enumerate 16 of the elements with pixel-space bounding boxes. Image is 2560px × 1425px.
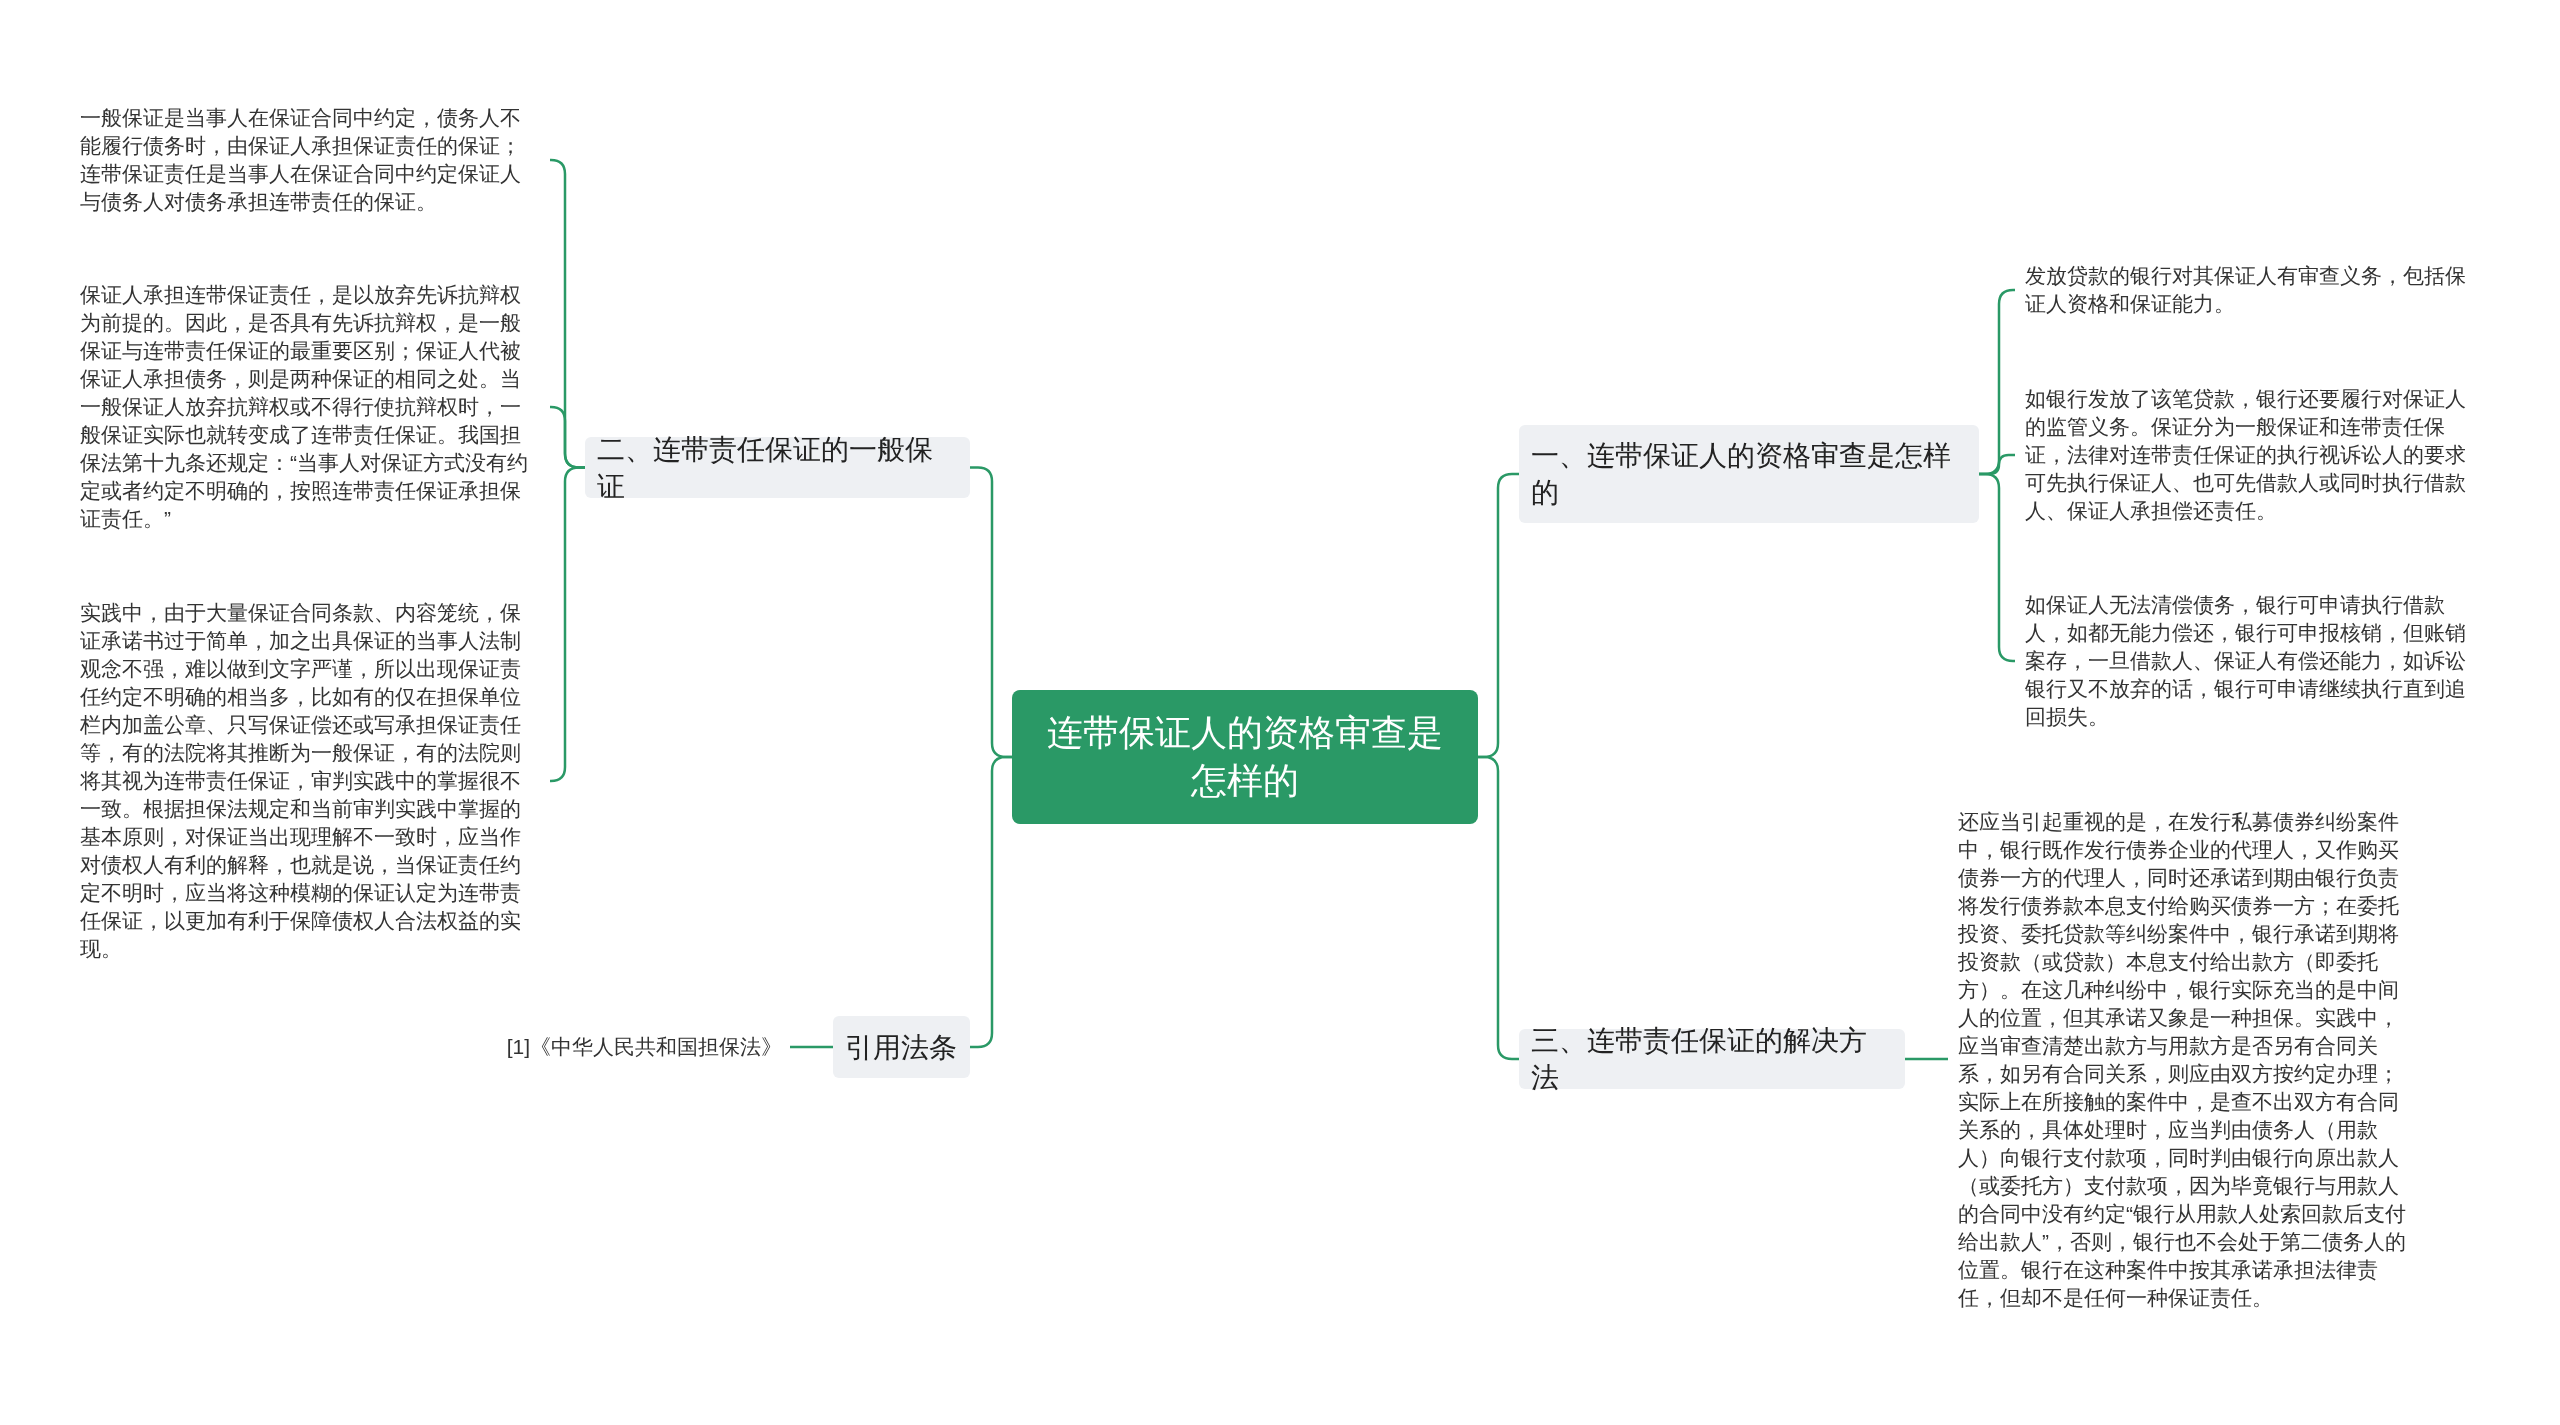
note-text: 实践中，由于大量保证合同条款、内容笼统，保证承诺书过于简单，加之出具保证的当事人法制观念不强，难以做到文字严谨，所以出现保证责任约定不明确的相当多，比如有的仅在担保单位栏内加盖公章、只写保证偿还或写承担保证责任等，有的法院将其推断为一般保证，有的法院则将其视为连带责任保证，审判实践中的掌握很不一致。根据担保法规定和当前审判实践中掌握的基本原则，对保证当出现理解不一致时，应当作对债权人有利的解释，也就是说，当保证责任约定不明时，应当将这种模糊的保证认定为连带责任保证，以更加有利于保障债权人合法权益的实现。 (80, 600, 522, 962)
note-text: 一般保证是当事人在保证合同中约定，债务人不能履行债务时，由保证人承担保证责任的保证；连带保证责任是当事人在保证合同中约定保证人与债务人对债务承担连带责任的保证。 (80, 105, 522, 215)
central-topic: 连带保证人的资格审查是怎样的 (1012, 690, 1478, 824)
branch-topic: 二、连带责任保证的一般保证 (585, 437, 970, 498)
note-text: 保证人承担连带保证责任，是以放弃先诉抗辩权为前提的。因此，是否具有先诉抗辩权，是一般保证与连带责任保证的最重要区别；保证人代被保证人承担债务，则是两种保证的相同之处。当一般保证人放弃抗辩权或不得行使抗辩权时，一般保证实际也就转变成了连带责任保证。我国担保法第十九条还规定：“当事人对保证方式没有约定或者约定不明确的，按照连带责任保证承担保证责任。” (80, 282, 529, 532)
note-text: 还应当引起重视的是，在发行私募债券纠纷案件中，银行既作发行债券企业的代理人，又作购买债券一方的代理人，同时还承诺到期由银行负责将发行债券款本息支付给购买债券一方；在委托投资、委托贷款等纠纷案件中，银行承诺到期将投资款（或贷款）本息支付给出款方（即委托方）。在这几种纠纷中，银行实际充当的是中间人的位置，但其承诺又象是一种担保。实践中，应当审查清楚出款方与用款方是否另有合同关系，如另有合同关系，则应由双方按约定办理；实际上在所接触的案件中，是查不出双方有合同关系的，具体处理时，应当判由债务人（用款人）向银行支付款项，同时判由银行向原出款人（或委托方）支付款项，因为毕竟银行与用款人的合同中没有约定“银行从用款人处索回款后支付给出款人”，否则，银行也不会处于第二债务人的位置。银行在这种案件中按其承诺承担法律责任，但却不是任何一种保证责任。 (1958, 809, 2407, 1311)
branch-topic: 一、连带保证人的资格审查是怎样的 (1519, 425, 1979, 523)
note-text: 如银行发放了该笔贷款，银行还要履行对保证人的监管义务。保证分为一般保证和连带责任保证，法律对连带责任保证的执行视诉讼人的要求可先执行保证人、也可先借款人或同时执行借款人、保证人承担偿还责任。 (2025, 386, 2467, 524)
reference-text: [1]《中华人民共和国担保法》 (506, 1034, 782, 1060)
note-text: 如保证人无法清偿债务，银行可申请执行借款人，如都无能力偿还，银行可申报核销，但账销案存，一旦借款人、保证人有偿还能力，如诉讼银行又不放弃的话，银行可申请继续执行直到追回损失。 (2025, 592, 2467, 730)
connector (790, 1045, 833, 1049)
connector (1478, 755, 1519, 1061)
connector (970, 755, 1012, 1049)
connector (1905, 1057, 1948, 1061)
note-text: 发放贷款的银行对其保证人有审查义务，包括保证人资格和保证能力。 (2025, 263, 2467, 317)
branch-topic: 引用法条 (833, 1016, 970, 1078)
